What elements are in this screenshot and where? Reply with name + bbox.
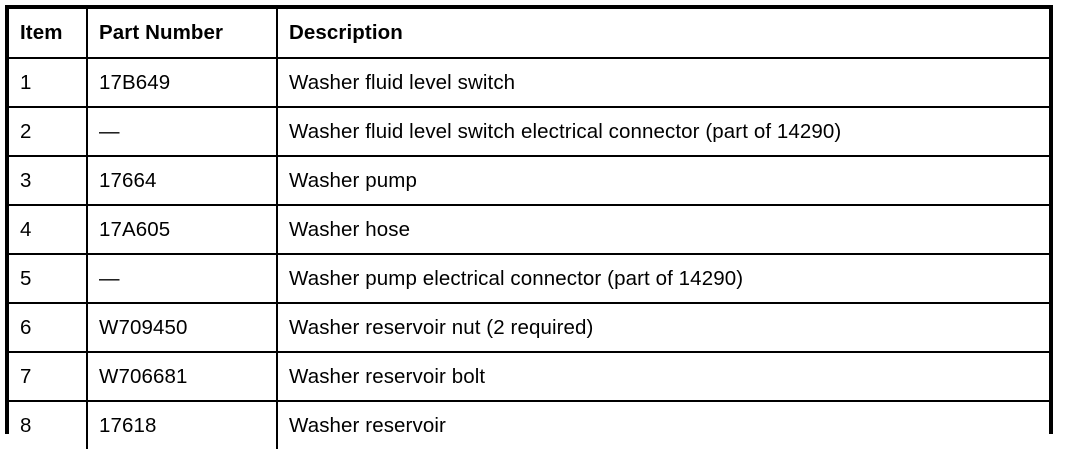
parts-table-container: Item Part Number Description 1 17B649 Wa… — [5, 5, 1053, 449]
cell-description: Washer fluid level switch electrical con… — [277, 107, 1049, 157]
table-row: 5 — Washer pump electrical connector (pa… — [9, 254, 1049, 304]
cell-part-number: 17A605 — [87, 205, 278, 255]
parts-table: Item Part Number Description 1 17B649 Wa… — [9, 9, 1049, 449]
table-row: 6 W709450 Washer reservoir nut (2 requir… — [9, 303, 1049, 353]
cell-description: Washer hose — [277, 205, 1049, 255]
column-header-item: Item — [9, 9, 88, 59]
cell-part-number: 17B649 — [87, 58, 278, 108]
cell-description: Washer fluid level switch — [277, 58, 1049, 108]
table-row: 8 17618 Washer reservoir — [9, 401, 1049, 449]
column-header-part-number: Part Number — [87, 9, 278, 59]
table-row: 2 — Washer fluid level switch electrical… — [9, 107, 1049, 157]
cell-description: Washer reservoir bolt — [277, 352, 1049, 402]
cell-description: Washer reservoir — [289, 413, 446, 437]
column-header-description: Description — [277, 9, 1049, 59]
cell-item: 2 — [9, 107, 88, 157]
cell-item: 7 — [9, 352, 88, 402]
cell-description: Washer pump — [277, 156, 1049, 206]
parts-table-header: Item Part Number Description — [9, 9, 1049, 59]
cell-part-number: 17664 — [87, 156, 278, 206]
cell-item: 4 — [9, 205, 88, 255]
table-header-row: Item Part Number Description — [9, 9, 1049, 59]
cell-part-number: — — [87, 107, 278, 157]
cell-part-number: W709450 — [87, 303, 278, 353]
cell-part-number: — — [87, 254, 278, 304]
parts-table-body: 1 17B649 Washer fluid level switch 2 — W… — [9, 58, 1049, 449]
cell-description: Washer reservoir nut (2 required) — [277, 303, 1049, 353]
cell-description: Washer pump electrical connector (part o… — [277, 254, 1049, 304]
cell-part-number: W706681 — [87, 352, 278, 402]
cell-item: 6 — [9, 303, 88, 353]
table-row: 3 17664 Washer pump — [9, 156, 1049, 206]
table-row: 7 W706681 Washer reservoir bolt — [9, 352, 1049, 402]
cell-item: 1 — [9, 58, 88, 108]
cell-item: 8 — [9, 401, 88, 449]
cell-item: 5 — [9, 254, 88, 304]
table-row: 1 17B649 Washer fluid level switch — [9, 58, 1049, 108]
cell-item: 3 — [9, 156, 88, 206]
table-row: 4 17A605 Washer hose — [9, 205, 1049, 255]
cell-part-number: 17618 — [87, 401, 278, 449]
